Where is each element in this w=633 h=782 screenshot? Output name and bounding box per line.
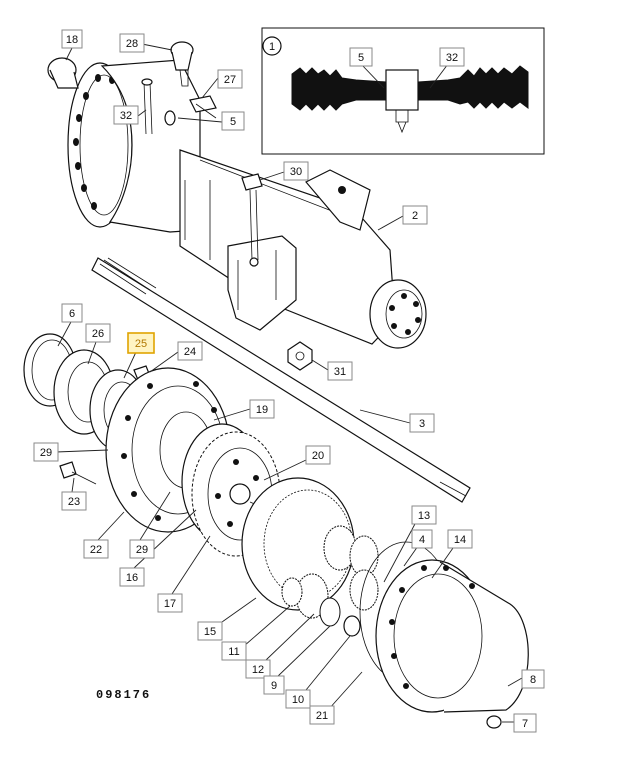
svg-text:22: 22 [90, 544, 102, 556]
label-31: 31 [327, 361, 353, 381]
label-3: 3 [409, 413, 435, 433]
label-8: 8 [521, 669, 545, 689]
svg-text:9: 9 [271, 680, 277, 692]
label-22: 22 [83, 539, 109, 559]
label-15: 15 [197, 621, 223, 641]
flange-bolt-holes [73, 74, 115, 210]
drive-shaft [91, 257, 471, 503]
label-16: 16 [119, 567, 145, 587]
part-labels: 18 28 27 32 5 30 2 3 31 6 26 25 24 19 29… [33, 29, 545, 733]
inset-center-hub [385, 69, 419, 111]
leader-lines [55, 43, 523, 723]
svg-text:10: 10 [292, 694, 304, 706]
label-27: 27 [217, 69, 243, 89]
breather-cap [47, 57, 79, 89]
breather-28 [170, 41, 194, 87]
svg-text:12: 12 [252, 664, 264, 676]
svg-text:2: 2 [412, 210, 418, 222]
pin-5 [164, 110, 176, 126]
label-14: 14 [447, 529, 473, 549]
hub-cap-8 [375, 559, 529, 713]
inset-shaft-right [417, 65, 529, 109]
svg-text:26: 26 [92, 328, 104, 340]
inset-detail: 1 [261, 27, 545, 155]
svg-text:16: 16 [126, 572, 138, 584]
svg-text:21: 21 [316, 710, 328, 722]
nut-31 [287, 341, 313, 371]
svg-text:28: 28 [126, 38, 138, 50]
label-32-b: 32 [439, 47, 465, 67]
label-28: 28 [119, 33, 145, 53]
svg-text:6: 6 [69, 308, 75, 320]
label-4: 4 [411, 529, 433, 549]
housing-bell [100, 59, 201, 233]
svg-text:17: 17 [164, 598, 176, 610]
label-21: 21 [309, 705, 335, 725]
svg-text:25: 25 [135, 338, 147, 350]
inset-hub-bracket [395, 110, 409, 134]
label-29-b: 29 [129, 539, 155, 559]
housing-top-bracket [305, 169, 371, 231]
svg-text:30: 30 [290, 166, 302, 178]
label-5-a: 5 [221, 111, 245, 131]
label-18: 18 [61, 29, 83, 49]
svg-text:32: 32 [446, 52, 458, 64]
plug-7 [486, 715, 502, 729]
label-10: 10 [285, 689, 311, 709]
label-2: 2 [402, 205, 428, 225]
svg-text:27: 27 [224, 74, 236, 86]
label-30: 30 [283, 161, 309, 181]
housing-end-hub [369, 279, 427, 349]
svg-text:3: 3 [419, 418, 425, 430]
svg-text:11: 11 [228, 646, 239, 658]
label-17: 17 [157, 593, 183, 613]
label-29-a: 29 [33, 442, 59, 462]
svg-text:8: 8 [530, 674, 536, 686]
svg-text:24: 24 [184, 346, 196, 358]
u-bolt-clamp [227, 235, 297, 331]
bolt-27 [189, 95, 217, 119]
svg-text:31: 31 [334, 366, 346, 378]
label-26: 26 [85, 323, 111, 343]
label-24: 24 [177, 341, 203, 361]
label-5-b: 5 [349, 47, 373, 67]
svg-text:29: 29 [136, 544, 148, 556]
bolt-23 [59, 461, 77, 479]
svg-text:29: 29 [40, 447, 52, 459]
label-19: 19 [249, 399, 275, 419]
svg-text:7: 7 [522, 718, 528, 730]
inset-marker-text: 1 [269, 41, 275, 53]
bolt-30-head [241, 173, 263, 191]
hub-cap-holes [389, 565, 475, 689]
hub-bolt-holes [389, 293, 421, 335]
drawing-code: 098176 [96, 688, 151, 702]
label-25-highlighted: 25 [127, 332, 155, 354]
label-32-a: 32 [113, 105, 139, 125]
hub-stack [23, 333, 281, 557]
label-9: 9 [263, 675, 285, 695]
axle-housing [67, 59, 427, 349]
label-20: 20 [305, 445, 331, 465]
label-11: 11 [221, 641, 247, 661]
svg-text:20: 20 [312, 450, 324, 462]
svg-text:15: 15 [204, 626, 216, 638]
label-6: 6 [61, 303, 83, 323]
svg-text:5: 5 [358, 52, 364, 64]
svg-text:32: 32 [120, 110, 132, 122]
svg-text:13: 13 [418, 510, 430, 522]
inset-marker [262, 36, 282, 56]
svg-text:5: 5 [230, 116, 236, 128]
svg-text:14: 14 [454, 534, 466, 546]
label-7: 7 [513, 713, 537, 733]
hub-studs [121, 381, 217, 521]
svg-text:4: 4 [419, 534, 425, 546]
svg-text:23: 23 [68, 496, 80, 508]
svg-text:18: 18 [66, 34, 78, 46]
label-13: 13 [411, 505, 437, 525]
svg-text:19: 19 [256, 404, 268, 416]
label-12: 12 [245, 659, 271, 679]
label-23: 23 [61, 491, 87, 511]
